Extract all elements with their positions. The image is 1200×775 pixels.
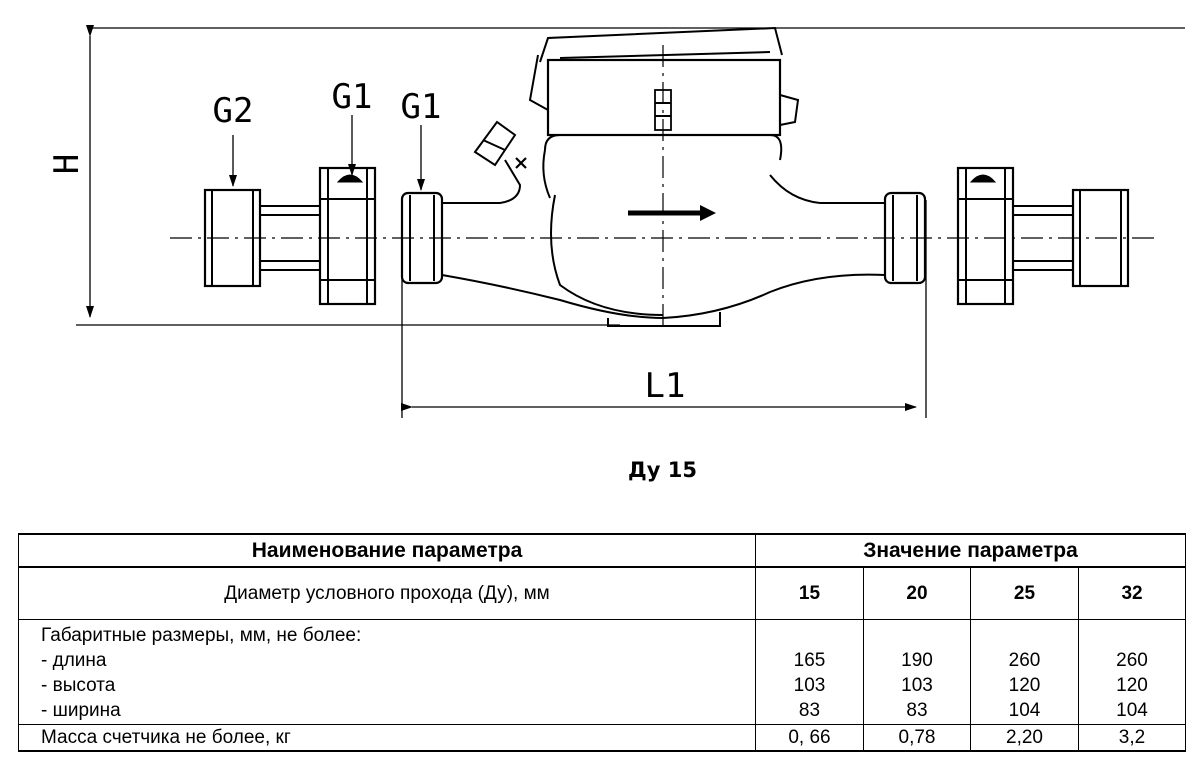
- dn-value: 32: [1077, 567, 1187, 620]
- dims-value: 83: [798, 700, 821, 721]
- right-union-nut: [956, 166, 1015, 306]
- height-dimension: [76, 25, 1185, 326]
- mass-row-label: Масса счетчика не более, кг: [18, 724, 756, 752]
- dims-item-name: - ширина: [41, 700, 121, 721]
- header-param-value: Значение параметра: [754, 533, 1187, 568]
- thread-g1-union-label: G1: [332, 77, 373, 117]
- mass-value: 2,20: [970, 724, 1079, 752]
- dims-values-cell: 260 120 104: [970, 619, 1079, 725]
- dims-value: 104: [1116, 700, 1148, 721]
- thread-g1-inlet-label: G1: [401, 87, 442, 127]
- left-fitting-nut: [203, 188, 321, 288]
- dn-value: 15: [755, 567, 864, 620]
- water-meter-drawing: H L1 G2 G1 G1: [47, 25, 1185, 418]
- dims-value: 104: [1008, 700, 1041, 721]
- height-label: H: [47, 154, 87, 174]
- dims-value: 103: [793, 675, 826, 696]
- dims-value: 120: [1008, 675, 1041, 696]
- mass-value: 0,78: [863, 724, 971, 752]
- dims-value: 103: [901, 675, 933, 696]
- mass-value: 3,2: [1077, 724, 1187, 752]
- diagram-caption: Ду 15: [628, 458, 697, 482]
- header-param-name: Наименование параметра: [18, 533, 756, 568]
- dims-value: 165: [793, 650, 826, 671]
- left-union-nut: [318, 166, 377, 306]
- dn-value: 20: [863, 567, 971, 620]
- table-row-dimensions: Габаритные размеры, мм, не более: - длин…: [18, 619, 1187, 725]
- dims-values-cell: 260 120 104: [1077, 619, 1187, 725]
- mass-value: 0, 66: [755, 724, 864, 752]
- dims-values-cell: 165 103 83: [755, 619, 864, 725]
- dims-value: 260: [1008, 650, 1041, 671]
- dn-value: 25: [970, 567, 1079, 620]
- parameters-table: Наименование параметра Значение параметр…: [18, 533, 1187, 752]
- dims-values-cell: 190 103 83: [863, 619, 971, 725]
- length-label: L1: [645, 366, 686, 406]
- dims-names-cell: Габаритные размеры, мм, не более: - длин…: [18, 619, 756, 725]
- thread-g2-label: G2: [213, 91, 254, 131]
- dims-value: 260: [1116, 650, 1148, 671]
- table-row-dn: Диаметр условного прохода (Ду), мм 15 20…: [18, 567, 1187, 620]
- dn-row-label: Диаметр условного прохода (Ду), мм: [18, 567, 756, 620]
- dims-title: Габаритные размеры, мм, не более:: [41, 625, 362, 646]
- meter-body: [400, 26, 927, 327]
- dims-value: 120: [1116, 675, 1148, 696]
- table-row-mass: Масса счетчика не более, кг 0, 66 0,78 2…: [18, 724, 1187, 752]
- dims-value: 190: [901, 650, 933, 671]
- right-fitting-nut: [1012, 188, 1130, 288]
- dims-item-name: - высота: [41, 675, 116, 696]
- dims-value: 83: [906, 700, 928, 721]
- table-header-row: Наименование параметра Значение параметр…: [18, 533, 1187, 568]
- dims-item-name: - длина: [41, 650, 107, 671]
